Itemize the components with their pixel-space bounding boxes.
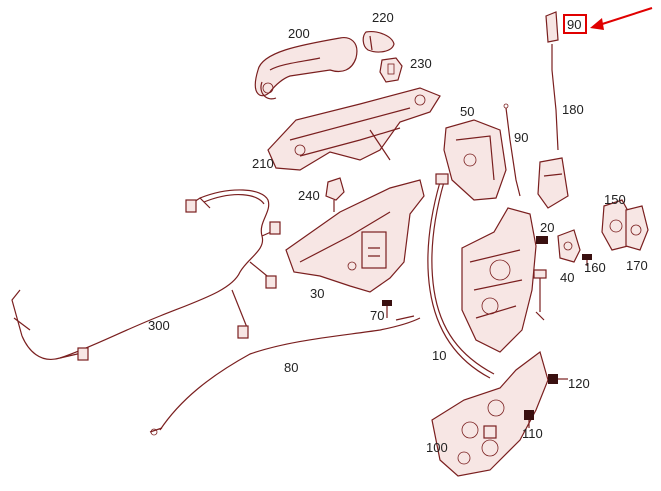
red-arrow-icon [590,7,653,30]
label-part-120: 120 [568,376,590,391]
part-10-cable [427,173,495,379]
label-part-150: 150 [604,192,626,207]
label-part-200: 200 [288,26,310,41]
label-part-300: 300 [148,318,170,333]
part-180-rod-knob [537,11,569,209]
part-70-screw [382,300,392,318]
label-part-20: 20 [540,220,554,235]
part-40-latch [557,229,581,263]
label-part-160: 160 [584,260,606,275]
part-210-handle-carrier [267,87,441,171]
part-20-lock-mechanism [461,207,548,353]
part-220-handle-cap [362,31,395,53]
label-part-110: 110 [522,426,543,441]
part-200-outer-handle [254,37,358,100]
part-110-bolt [524,410,534,428]
label-part-100: 100 [426,440,448,455]
label-part-50: 50 [460,104,474,119]
part-300-wiring-harness [11,189,281,361]
part-small-key [533,269,547,321]
label-part-10: 10 [432,348,446,363]
part-230-bracket [379,57,403,83]
label-part-90: 90 [514,130,528,145]
part-170-washer [625,205,649,251]
label-part-240: 240 [298,188,320,203]
part-240-pin [325,177,345,212]
label-part-80: 80 [284,360,298,375]
label-part-220: 220 [372,10,394,25]
part-50-lock-housing [443,119,507,201]
label-part-210: 210 [252,156,274,171]
part-160-screw [582,254,592,266]
label-part-40: 40 [560,270,574,285]
part-80-cable [149,315,421,436]
label-part-30: 30 [310,286,324,301]
part-90-rod [503,103,521,197]
label-part-90-highlighted: 90 [567,17,581,32]
label-part-170: 170 [626,258,648,273]
highlight-box-part-90 [563,14,587,34]
label-part-180: 180 [562,102,584,117]
part-120-bolt [548,374,568,384]
part-100-plate [431,350,549,477]
label-part-70: 70 [370,308,384,323]
label-part-230: 230 [410,56,432,71]
part-30-inner-bracket [285,179,425,293]
